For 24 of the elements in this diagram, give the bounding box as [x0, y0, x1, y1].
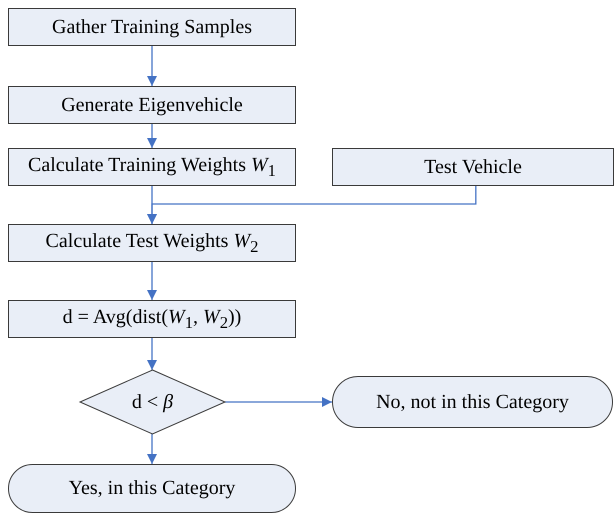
arrow	[225, 397, 332, 407]
arrow	[147, 186, 476, 224]
node-label: Calculate Training Weights W$_{1}$	[28, 154, 276, 180]
arrow	[147, 434, 157, 464]
node-label: Generate Eigenvehicle	[61, 94, 243, 116]
node-label: d < β	[132, 390, 174, 414]
process-box	[8, 224, 296, 262]
arrow	[147, 124, 157, 148]
node-label: Gather Training Samples	[52, 16, 252, 38]
node-label: d = Avg(dist(W$_{1}$, W$_{2}$))	[62, 306, 242, 332]
process-box	[8, 300, 296, 338]
process-box	[8, 86, 296, 124]
process-box	[332, 148, 614, 186]
arrow	[147, 46, 157, 86]
terminal-box	[332, 376, 613, 428]
process-box	[8, 148, 296, 186]
node-label: Calculate Test Weights W$_{2}$	[46, 230, 258, 256]
node-label: Yes, in this Category	[68, 477, 236, 500]
arrow	[147, 262, 157, 300]
arrow	[147, 338, 157, 370]
process-box	[8, 8, 296, 46]
node-label: No, not in this Category	[376, 390, 569, 414]
node-label: Test Vehicle	[424, 156, 522, 178]
terminal-box	[8, 464, 296, 513]
